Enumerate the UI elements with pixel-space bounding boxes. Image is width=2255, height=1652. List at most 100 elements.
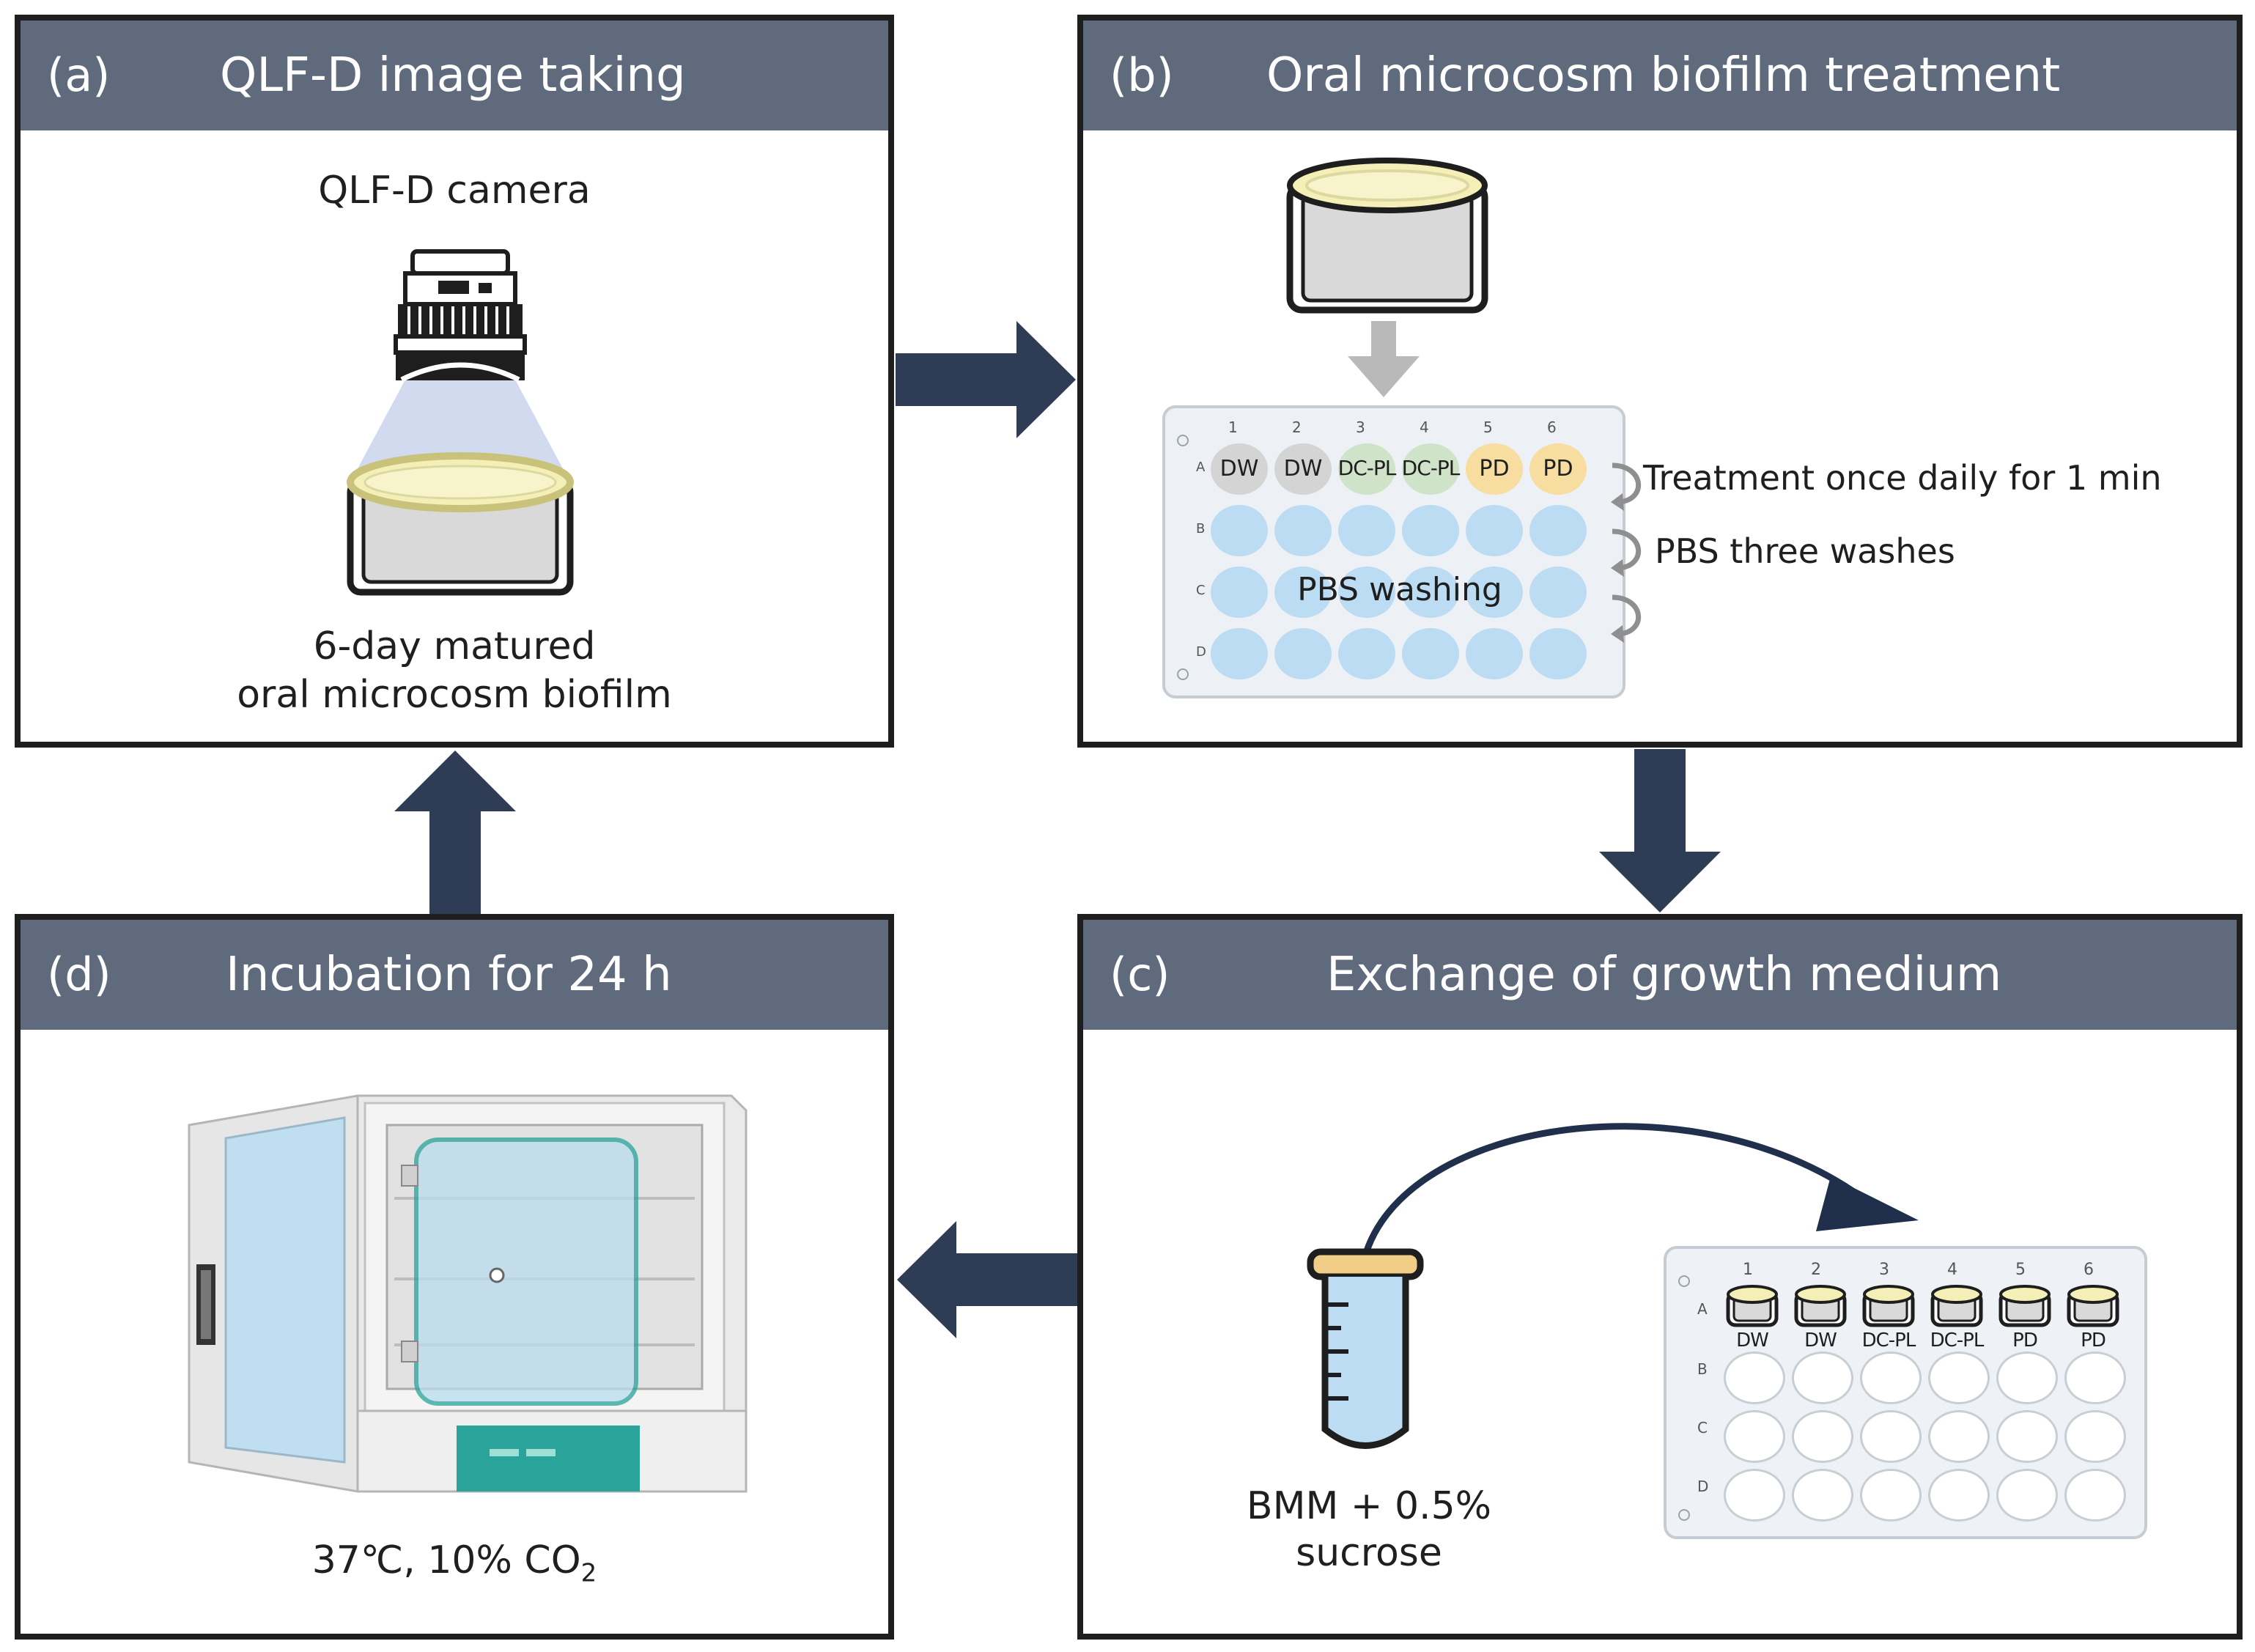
plate-b-col-label: 4 — [1420, 418, 1429, 436]
biofilm-label-line1: 6-day matured — [313, 624, 596, 668]
plate-b-col-label: 3 — [1356, 418, 1365, 436]
panel-a-header: (a) QLF-D image taking — [21, 21, 888, 130]
empty-well — [2064, 1410, 2126, 1463]
empty-well — [1860, 1410, 1922, 1463]
well-plate-b: 1 2 3 4 5 6 A B C D DW DW DC-PL DC-PL PD… — [1162, 405, 1625, 698]
plate-c-corner-marker — [1678, 1275, 1690, 1287]
plate-c-well-label: DC-PL — [1930, 1330, 1985, 1352]
empty-well — [1996, 1410, 2058, 1463]
well-a3 — [1338, 443, 1395, 495]
down-arrow-icon — [1599, 749, 1721, 912]
plate-c-col-label: 2 — [1811, 1261, 1821, 1279]
empty-well — [1860, 1469, 1922, 1522]
well-b1 — [1211, 505, 1268, 556]
panel-a-title: QLF-D image taking — [220, 48, 686, 103]
plate-b-col-label: 2 — [1292, 418, 1302, 436]
plate-b-row-label: A — [1196, 460, 1206, 475]
panel-d-title: Incubation for 24 h — [226, 948, 672, 1002]
plate-c-well-label: DC-PL — [1861, 1330, 1916, 1352]
pbs-washing-label: PBS washing — [1297, 571, 1502, 608]
empty-well — [1792, 1410, 1853, 1463]
panel-a-letter: (a) — [47, 48, 111, 102]
well-b3 — [1338, 505, 1395, 556]
empty-well — [1792, 1352, 1853, 1404]
plate-c-col-label: 3 — [1879, 1261, 1889, 1279]
panel-a: (a) QLF-D image taking QLF-D camera 6-da… — [15, 15, 894, 748]
plate-c-row-label: B — [1697, 1360, 1708, 1378]
empty-well — [1792, 1469, 1853, 1522]
mini-dish-icon — [2067, 1285, 2119, 1327]
biofilm-label-line2: oral microcosm biofilm — [237, 673, 672, 717]
panel-c: (c) Exchange of growth medium BMM + 0.5%… — [1077, 914, 2243, 1640]
plate-b-corner-marker — [1177, 435, 1189, 446]
empty-well — [1996, 1469, 2058, 1522]
well-a-label: DC-PL — [1401, 456, 1461, 480]
empty-well — [2064, 1469, 2126, 1522]
well-c6 — [1529, 567, 1587, 618]
well-a-label: DW — [1283, 456, 1323, 482]
tube-icon — [1307, 1248, 1424, 1449]
well-b4 — [1402, 505, 1459, 556]
well-d6 — [1529, 628, 1587, 679]
empty-well — [1928, 1352, 1990, 1404]
well-a6 — [1529, 443, 1587, 495]
incubation-condition: 37℃, 10% CO2 — [21, 1537, 888, 1596]
mini-dish-icon — [1726, 1285, 1779, 1327]
well-a-label: DC-PL — [1337, 456, 1397, 480]
well-b2 — [1274, 505, 1332, 556]
dish-icon — [1286, 158, 1488, 314]
well-d2 — [1274, 628, 1332, 679]
well-d5 — [1466, 628, 1523, 679]
panel-d-header: (d) Incubation for 24 h — [21, 920, 888, 1030]
panel-d: (d) Incubation for 24 h 37℃, 10% CO2 — [15, 914, 894, 1640]
panel-d-letter: (d) — [47, 948, 111, 1001]
plate-b-corner-marker — [1177, 668, 1189, 680]
incubation-condition-subscript: 2 — [580, 1558, 597, 1588]
camera-label: QLF-D camera — [318, 169, 591, 213]
well-d3 — [1338, 628, 1395, 679]
plate-c-col-label: 6 — [2084, 1261, 2094, 1279]
left-arrow-icon — [897, 1221, 1077, 1338]
treatment-note: Treatment once daily for 1 min — [1643, 458, 2162, 498]
plate-b-col-label: 5 — [1483, 418, 1493, 436]
plate-c-well-label: DW — [1804, 1330, 1837, 1352]
plate-c-col-label: 1 — [1743, 1261, 1753, 1279]
well-a1 — [1211, 443, 1268, 495]
well-c4 — [1402, 567, 1459, 618]
plate-c-col-label: 5 — [2015, 1261, 2026, 1279]
wash-note: PBS three washes — [1655, 531, 1955, 571]
plate-b-row-label: D — [1196, 644, 1206, 660]
well-d4 — [1402, 628, 1459, 679]
empty-well — [1724, 1352, 1785, 1404]
panel-c-header: (c) Exchange of growth medium — [1083, 920, 2237, 1030]
well-c1 — [1211, 567, 1268, 618]
plate-c-corner-marker — [1678, 1509, 1690, 1521]
mini-dish-icon — [1862, 1285, 1915, 1327]
well-b6 — [1529, 505, 1587, 556]
plate-c-col-label: 4 — [1947, 1261, 1957, 1279]
incubation-condition-main: 37℃, 10% CO — [311, 1538, 581, 1582]
plate-b-col-label: 1 — [1228, 418, 1238, 436]
mini-dish-icon — [1999, 1285, 2051, 1327]
incubator-icon — [188, 1094, 748, 1493]
plate-c-row-label: D — [1697, 1478, 1709, 1495]
empty-well — [1860, 1352, 1922, 1404]
mini-dish-icon — [1930, 1285, 1983, 1327]
tube-label-line1: BMM + 0.5% — [1246, 1484, 1492, 1528]
empty-well — [1996, 1352, 2058, 1404]
plate-c-well-label: PD — [2081, 1330, 2106, 1352]
well-c2 — [1274, 567, 1332, 618]
well-a5 — [1466, 443, 1523, 495]
well-a-label: DW — [1219, 456, 1259, 482]
panel-c-title: Exchange of growth medium — [1326, 948, 2002, 1002]
well-c5 — [1466, 567, 1523, 618]
well-plate-c: 1 2 3 4 5 6 A B C D DW DW DC-PL DC-PL PD… — [1664, 1246, 2147, 1539]
empty-well — [1928, 1469, 1990, 1522]
plate-c-row-label: A — [1697, 1300, 1708, 1318]
tube-label-line2: sucrose — [1296, 1531, 1442, 1575]
panel-c-letter: (c) — [1110, 948, 1170, 1001]
empty-well — [1724, 1469, 1785, 1522]
well-c3 — [1338, 567, 1395, 618]
well-a-label: PD — [1479, 456, 1510, 482]
plate-b-row-label: C — [1196, 583, 1206, 598]
